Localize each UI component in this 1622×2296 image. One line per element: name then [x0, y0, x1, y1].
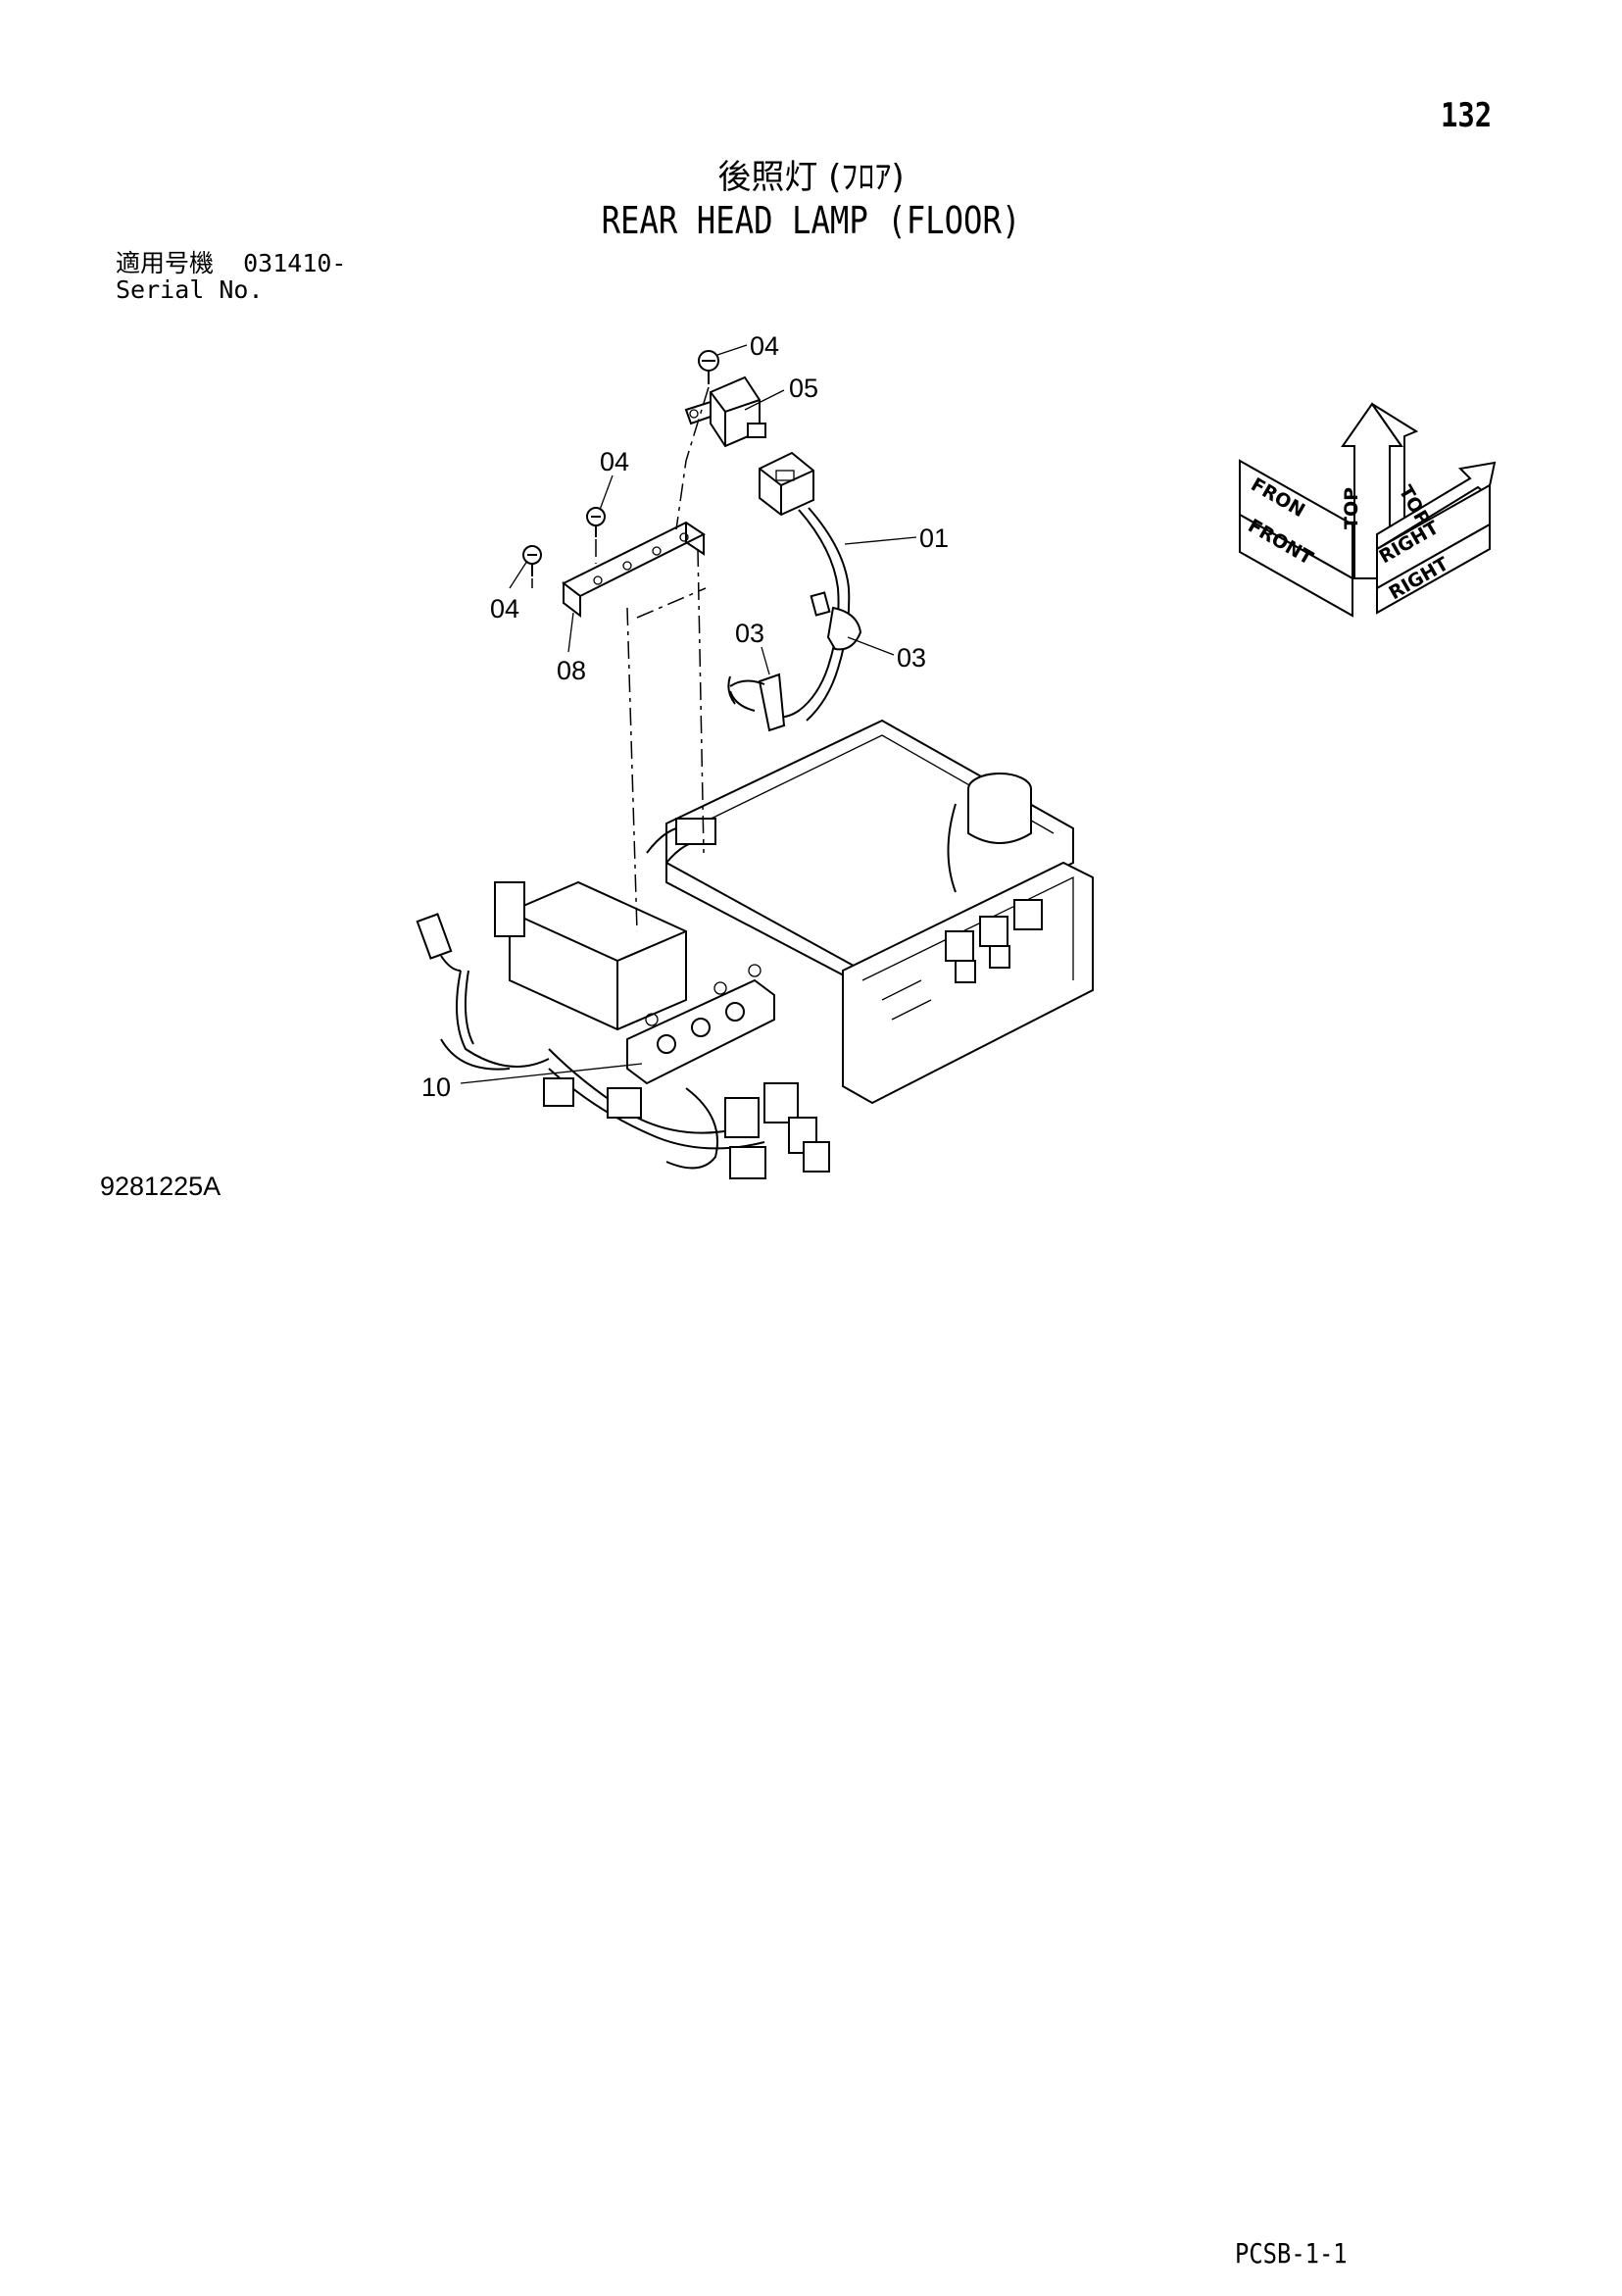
page-number: 132 [1441, 96, 1493, 135]
callout-03-b: 03 [897, 643, 926, 673]
callout-08: 08 [557, 656, 586, 685]
part-relay-05 [684, 375, 766, 448]
footer-code: PCSB-1-1 [1235, 2237, 1348, 2270]
part-bolt-04-top [698, 350, 719, 384]
serial-value: 031410- [243, 249, 347, 277]
part-harness-01 [727, 451, 851, 722]
page-title-japanese: 後照灯 (ﾌﾛｱ) [717, 158, 905, 197]
callout-10: 10 [421, 1073, 451, 1102]
callout-04-top: 04 [750, 331, 779, 361]
callout-05: 05 [789, 374, 818, 403]
part-bracket-08 [562, 521, 706, 619]
callout-03-a: 03 [735, 619, 764, 648]
base-assembly [416, 719, 1094, 1179]
callout-04-lower: 04 [490, 594, 519, 624]
callout-01: 01 [919, 524, 949, 553]
serial-line-jp: 適用号機 031410- [116, 250, 346, 276]
page-title: REAR HEAD LAMP (FLOOR) [601, 199, 1021, 242]
diagram-id: 9281225A [100, 1172, 221, 1201]
alignment-lines [531, 386, 710, 932]
part-bolt-04-left [522, 507, 606, 576]
orientation-indicator: TOP FRON FRONT TOP RIGHT RIGHT [1239, 402, 1497, 618]
serial-label-en: Serial No. [116, 275, 264, 304]
leader-lines [460, 344, 917, 1084]
serial-block: 適用号機 031410- Serial No. [116, 250, 346, 303]
serial-label-jp: 適用号機 [116, 249, 215, 277]
orientation-top-label: TOP [1341, 487, 1362, 529]
callout-04-left: 04 [600, 447, 629, 476]
